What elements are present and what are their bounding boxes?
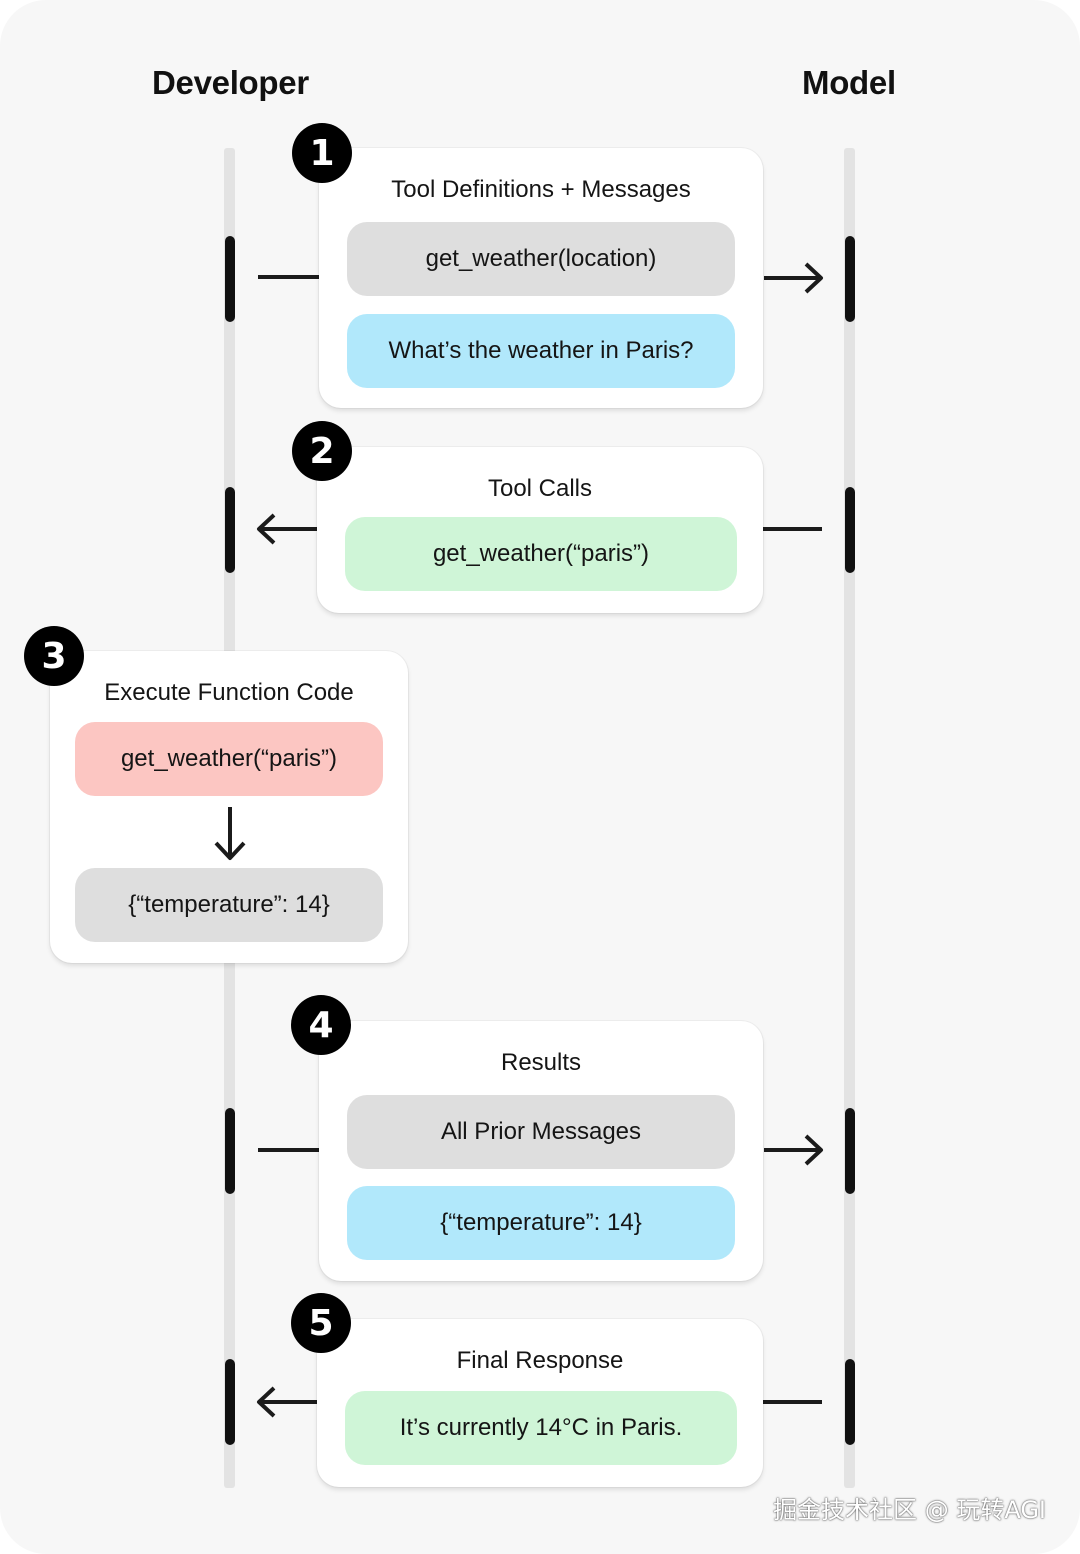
step-2-title: Tool Calls [487,475,593,502]
model-column-title: Model [802,64,896,101]
model-lifeline [844,148,855,1488]
connector-line-1 [258,275,320,279]
model-tick-4 [845,1108,855,1194]
tool-call-pill: get_weather(“paris”) [345,517,737,591]
developer-tick-4 [225,1108,235,1194]
developer-tick-5 [225,1359,235,1445]
model-tick-5 [845,1359,855,1445]
model-tick-2 [845,487,855,573]
left-arrow-icon [257,1386,318,1418]
step-1-badge: 1 [292,123,352,183]
final-response-pill: It’s currently 14°C in Paris. [345,1391,737,1465]
step-2-badge: 2 [292,421,352,481]
step-5-title: Final Response [456,1347,624,1374]
step-2-card: Tool Calls get_weather(“paris”) [317,447,763,613]
step-4-title: Results [500,1049,582,1076]
prior-messages-pill: All Prior Messages [347,1095,735,1169]
step-1-card: Tool Definitions + Messages get_weather(… [319,148,763,408]
step-3-card: Execute Function Code get_weather(“paris… [50,651,408,963]
model-tick-1 [845,236,855,322]
developer-tick-1 [225,236,235,322]
down-arrow-icon [214,807,246,860]
tool-definition-pill: get_weather(location) [347,222,735,296]
user-message-pill: What’s the weather in Paris? [347,314,735,388]
step-5-card: Final Response It’s currently 14°C in Pa… [317,1319,763,1487]
step-4-badge: 4 [291,995,351,1055]
left-arrow-icon [257,513,318,545]
right-arrow-icon [764,262,823,294]
watermark-text: 掘金技术社区 @ 玩转AGI [773,1496,1046,1524]
function-call-pill: get_weather(“paris”) [75,722,383,796]
function-result-pill: {“temperature”: 14} [75,868,383,942]
step-1-title: Tool Definitions + Messages [391,176,691,203]
right-arrow-icon [764,1134,823,1166]
connector-line-5 [762,1400,822,1404]
step-3-badge: 3 [24,626,84,686]
connector-line-2 [762,527,822,531]
developer-column-title: Developer [152,64,309,101]
step-5-badge: 5 [291,1293,351,1353]
step-3-title: Execute Function Code [104,679,354,706]
connector-line-4 [258,1148,320,1152]
developer-tick-2 [225,487,235,573]
result-pill: {“temperature”: 14} [347,1186,735,1260]
step-4-card: Results All Prior Messages {“temperature… [319,1021,763,1281]
